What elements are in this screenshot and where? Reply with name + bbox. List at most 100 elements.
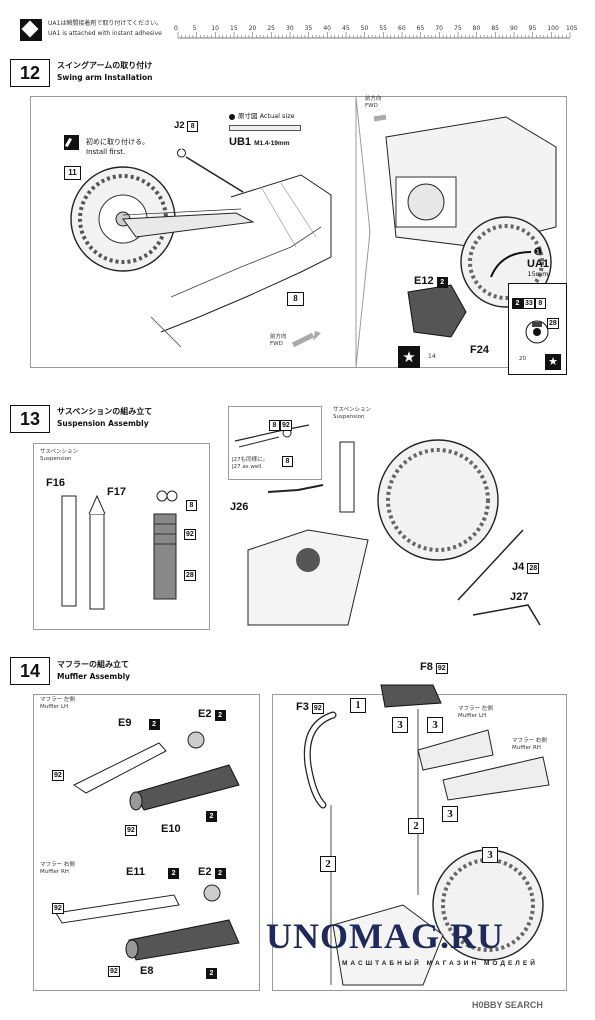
actual-size-dot [229, 114, 235, 120]
part-ub1: UB1 M1.4-19mm [229, 136, 289, 148]
step-13-title-jp: サスペンションの組み立て [57, 407, 153, 416]
part-e9-label: E9 [118, 717, 132, 729]
part-j26: J26 [230, 501, 249, 513]
star-num: 14 [428, 353, 436, 360]
ruler-number: 90 [510, 25, 518, 32]
step-14-title-en: Muffler Assembly [57, 672, 131, 681]
actual-size-jp: 原寸図 [238, 112, 258, 120]
rear-assembly-drawing [247, 439, 541, 626]
part-j2-label: J2 [174, 120, 185, 131]
j27-same-en: J27 as well. [232, 463, 264, 470]
j27-same-jp: J27も同様に。 [232, 457, 269, 463]
seq-2a: 2 [408, 818, 424, 834]
num-92-2-wrap: 92 [125, 817, 137, 836]
num-92-3: 92 [52, 903, 64, 914]
ruler-number: 60 [398, 25, 406, 32]
part-e2a-num: 2 [214, 710, 226, 721]
part-j27: J27 [510, 591, 529, 603]
part-e12: E12 2 [414, 275, 448, 288]
num-92-4-wrap: 92 [108, 958, 120, 977]
detail-num-3-wrap: 28 [547, 310, 559, 329]
ruler-number: 15 [230, 25, 238, 32]
ruler-number: 30 [286, 25, 294, 32]
actual-size-en: Actual size [259, 112, 295, 120]
num-92-1: 92 [52, 770, 64, 781]
detail-num-3: 28 [547, 318, 559, 329]
part-f3: F3 92 [296, 701, 324, 714]
num-8a-wrap: 8 [186, 492, 197, 511]
header-note-en: UA1 is attached with instant adhesive [48, 30, 162, 37]
callout-11: 11 [64, 166, 81, 180]
num-2-2-wrap: 2 [206, 960, 217, 979]
ruler-number: 20 [248, 25, 257, 32]
muffler-lh-en: Muffler LH [40, 703, 69, 710]
num-2-1-wrap: 2 [206, 803, 217, 822]
seq-3b: 3 [427, 717, 443, 733]
detail-num-4: 20 [519, 356, 526, 362]
fwd1-en: FWD [270, 340, 283, 347]
ruler-number: 40 [323, 25, 331, 32]
ua1-length: 15mm [527, 270, 549, 278]
watermark-sub: МАСШТАБНЫЙ МАГАЗИН МОДЕЛЕЙ [342, 960, 538, 967]
mufflers-drawing [55, 731, 240, 961]
detail-num-0: 2 [512, 298, 523, 309]
num-92b: 92 [280, 420, 292, 431]
susp2-en: Suspension [333, 413, 365, 420]
part-f3-label: F3 [296, 701, 309, 713]
part-f24: F24 [470, 344, 489, 356]
step-12-title-en: Swing arm Installation [57, 73, 153, 82]
ruler-number: 80 [472, 25, 481, 32]
susp1-en: Suspension [40, 455, 72, 462]
muffler-rh-jp: マフラー 右側 [40, 862, 75, 868]
num-92-2: 92 [125, 825, 137, 836]
actual-size-label: 原寸図 Actual size [238, 113, 295, 120]
num-92a: 92 [184, 529, 196, 540]
fwd1-jp: 前方向 [270, 334, 287, 340]
part-e2b-num: 2 [214, 868, 226, 879]
susp2-jp: サスペンション [333, 407, 372, 413]
part-f8-label: F8 [420, 661, 433, 673]
part-j2: J2 8 [174, 120, 199, 132]
part-e2a: E2 2 [198, 708, 226, 721]
ruler-ticks [177, 32, 571, 39]
ua1-mark: ❶ [533, 247, 543, 258]
num-8c-wrap: 8 [282, 448, 293, 467]
part-f3-num: 92 [311, 703, 324, 714]
install-first-jp: 初めに取り付ける。 [86, 138, 149, 146]
part-e11-label: E11 [126, 866, 145, 878]
seq-1: 1 [350, 698, 366, 713]
part-e2b-label: E2 [198, 866, 212, 878]
swingarm-drawing [70, 148, 332, 348]
num-2-1: 2 [206, 811, 217, 822]
step-13-title-en: Suspension Assembly [57, 419, 149, 428]
ruler-number: 45 [342, 25, 350, 32]
lh-jp: マフラー 左側 [458, 706, 493, 712]
ruler-number: 35 [304, 25, 313, 32]
part-e12-num: 2 [436, 277, 448, 288]
seq-3a: 3 [392, 717, 408, 733]
seq-2b: 2 [320, 856, 336, 872]
part-e8: E8 [140, 965, 154, 977]
step-14-right-panel [272, 684, 567, 991]
seq-3c: 3 [442, 806, 458, 822]
ruler-number: 0 [174, 25, 178, 32]
part-e9: E9 2 [118, 717, 160, 730]
part-e2a-label: E2 [198, 708, 212, 720]
num-92-4: 92 [108, 966, 120, 977]
part-j4-label: J4 [512, 561, 525, 573]
suspension-drawing [61, 490, 178, 610]
detail-star: ★ [545, 354, 561, 370]
step-12-title-jp: スイングアームの取り付け [57, 61, 153, 70]
part-e11: E11 2 [126, 866, 180, 879]
num-28a-wrap: 28 [184, 562, 196, 581]
step-12-number: 12 [10, 59, 50, 87]
ua1-label: ❶ UA1 15mm [527, 247, 549, 278]
install-first-en: Install first. [86, 148, 126, 156]
ruler-number: 75 [454, 25, 462, 32]
